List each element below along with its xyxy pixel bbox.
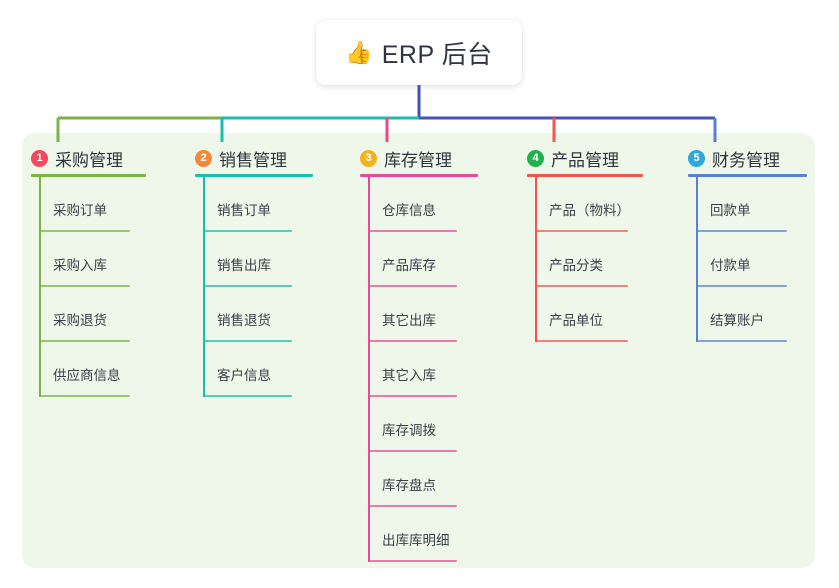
column-rule-3 (360, 174, 478, 177)
leaf-label: 产品分类 (549, 258, 603, 273)
leaf-node[interactable]: 供应商信息 (31, 342, 146, 397)
leaf-label: 产品库存 (382, 258, 436, 273)
leaf-node[interactable]: 销售退货 (195, 287, 313, 342)
column-children-4: 产品（物料） 产品分类产品单位 (527, 177, 643, 342)
leaf-label: 库存盘点 (382, 478, 436, 493)
leaf-rule (204, 230, 292, 232)
leaf-rule (204, 285, 292, 287)
column-children-2: 销售订单销售出库销售退货客户信息 (195, 177, 313, 397)
root-node-content: 👍 ERP 后台 (345, 35, 492, 71)
leaf-node[interactable]: 库存盘点 (360, 452, 478, 507)
leaf-rule (369, 560, 457, 562)
column-badge-3: 3 (360, 149, 377, 167)
column-badge-2: 2 (195, 149, 212, 167)
leaf-rule (369, 230, 457, 232)
leaf-rule (536, 230, 628, 232)
leaf-label: 销售出库 (217, 258, 271, 273)
leaf-rule (369, 450, 457, 452)
leaf-node[interactable]: 采购订单 (31, 177, 146, 232)
column-badge-5: 5 (688, 149, 705, 167)
root-node[interactable]: 👍 ERP 后台 (316, 20, 522, 85)
leaf-label: 其它入库 (382, 368, 436, 383)
leaf-node[interactable]: 客户信息 (195, 342, 313, 397)
leaf-label: 采购入库 (53, 258, 107, 273)
leaf-rule (697, 340, 787, 342)
leaf-label: 采购订单 (53, 203, 107, 218)
leaf-label: 付款单 (710, 258, 751, 273)
leaf-label: 产品（物料） (549, 203, 630, 218)
leaf-node[interactable]: 销售出库 (195, 232, 313, 287)
leaf-node[interactable]: 产品分类 (527, 232, 643, 287)
leaf-label: 出库库明细 (382, 533, 450, 548)
column-header-4[interactable]: 4 产品管理 (527, 146, 643, 170)
leaf-rule (369, 505, 457, 507)
leaf-rule (369, 340, 457, 342)
column-title-2: 销售管理 (219, 150, 287, 170)
column-5: 5 财务管理回款单付款单结算账户 (688, 146, 807, 342)
leaf-label: 结算账户 (710, 313, 764, 328)
leaf-rule (204, 395, 292, 397)
leaf-node[interactable]: 其它入库 (360, 342, 478, 397)
leaf-node[interactable]: 产品库存 (360, 232, 478, 287)
leaf-node[interactable]: 产品（物料） (527, 177, 643, 232)
column-1: 1 采购管理采购订单采购入库采购退货供应商信息 (31, 146, 146, 397)
leaf-rule (40, 285, 130, 287)
leaf-label: 采购退货 (53, 313, 107, 328)
column-rule-2 (195, 174, 313, 177)
column-header-3[interactable]: 3 库存管理 (360, 146, 478, 170)
column-4: 4 产品管理产品（物料） 产品分类产品单位 (527, 146, 643, 342)
column-children-5: 回款单付款单结算账户 (688, 177, 807, 342)
leaf-label: 回款单 (710, 203, 751, 218)
column-header-2[interactable]: 2 销售管理 (195, 146, 313, 170)
column-3: 3 库存管理仓库信息产品库存其它出库其它入库库存调拨库存盘点出库库明细 (360, 146, 478, 562)
leaf-node[interactable]: 其它出库 (360, 287, 478, 342)
leaf-rule (369, 395, 457, 397)
column-title-4: 产品管理 (551, 150, 619, 170)
leaf-label: 客户信息 (217, 368, 271, 383)
thumbs-up-icon: 👍 (345, 39, 373, 65)
column-2: 2 销售管理销售订单销售出库销售退货客户信息 (195, 146, 313, 397)
leaf-rule (40, 340, 130, 342)
leaf-node[interactable]: 采购退货 (31, 287, 146, 342)
leaf-rule (697, 285, 787, 287)
leaf-node[interactable]: 采购入库 (31, 232, 146, 287)
leaf-node[interactable]: 回款单 (688, 177, 807, 232)
leaf-rule (40, 230, 130, 232)
leaf-label: 销售退货 (217, 313, 271, 328)
leaf-node[interactable]: 出库库明细 (360, 507, 478, 562)
leaf-node[interactable]: 库存调拨 (360, 397, 478, 452)
leaf-label: 仓库信息 (382, 203, 436, 218)
leaf-node[interactable]: 仓库信息 (360, 177, 478, 232)
column-title-1: 采购管理 (55, 150, 123, 170)
column-header-5[interactable]: 5 财务管理 (688, 146, 807, 170)
leaf-rule (204, 340, 292, 342)
leaf-node[interactable]: 产品单位 (527, 287, 643, 342)
column-rule-4 (527, 174, 643, 177)
column-children-3: 仓库信息产品库存其它出库其它入库库存调拨库存盘点出库库明细 (360, 177, 478, 562)
leaf-node[interactable]: 结算账户 (688, 287, 807, 342)
leaf-rule (697, 230, 787, 232)
leaf-rule (40, 395, 130, 397)
column-badge-4: 4 (527, 149, 544, 167)
diagram-panel (22, 133, 815, 568)
column-header-1[interactable]: 1 采购管理 (31, 146, 146, 170)
column-rule-1 (31, 174, 146, 177)
leaf-label: 产品单位 (549, 313, 603, 328)
leaf-rule (536, 285, 628, 287)
column-children-1: 采购订单采购入库采购退货供应商信息 (31, 177, 146, 397)
leaf-label: 销售订单 (217, 203, 271, 218)
column-title-3: 库存管理 (384, 150, 452, 170)
column-badge-1: 1 (31, 149, 48, 167)
leaf-rule (369, 285, 457, 287)
leaf-label: 供应商信息 (53, 368, 121, 383)
leaf-rule (536, 340, 628, 342)
column-title-5: 财务管理 (712, 150, 780, 170)
leaf-label: 库存调拨 (382, 423, 436, 438)
leaf-node[interactable]: 付款单 (688, 232, 807, 287)
root-title: ERP 后台 (381, 40, 493, 69)
leaf-label: 其它出库 (382, 313, 436, 328)
leaf-node[interactable]: 销售订单 (195, 177, 313, 232)
column-rule-5 (688, 174, 807, 177)
